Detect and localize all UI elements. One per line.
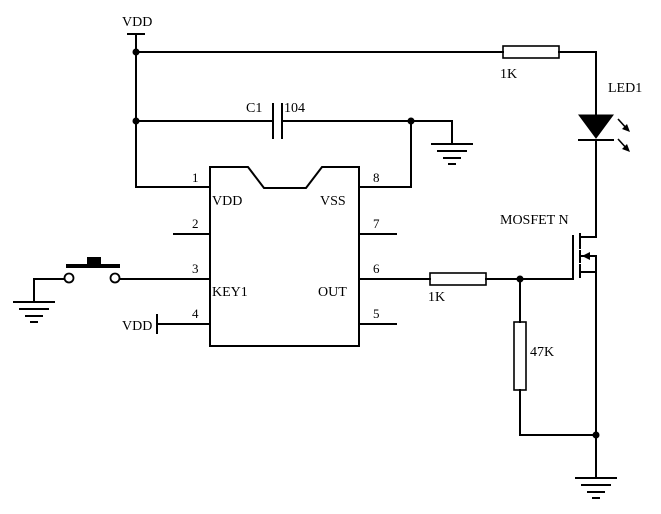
pin-7-number: 7 — [373, 216, 380, 231]
mosfet-symbol — [572, 233, 597, 479]
led-ref-label: LED1 — [608, 81, 642, 96]
wire-vdd-to-led-resistor — [135, 51, 597, 116]
wire-gate-net — [485, 278, 597, 436]
ground-symbol-switch — [13, 278, 55, 323]
capacitor-value: 104 — [284, 101, 305, 116]
junction-vdd-cap — [132, 117, 140, 125]
led-resistor — [502, 45, 560, 59]
vdd-pin4-label: VDD — [122, 319, 152, 334]
led-symbol — [578, 114, 614, 238]
pin-6-number: 6 — [373, 261, 380, 276]
pin-3-number: 3 — [192, 261, 199, 276]
pin-1-name: VDD — [212, 194, 242, 209]
ground-symbol-cap — [431, 143, 473, 165]
ic-pin-stubs-left — [119, 186, 211, 325]
pulldown-resistor — [513, 321, 527, 391]
capacitor-c1 — [272, 103, 283, 139]
mosfet-label: MOSFET N — [500, 213, 569, 228]
junction-vss-cap — [407, 117, 415, 125]
junction-gate — [516, 275, 524, 283]
vdd-top-label: VDD — [122, 15, 152, 30]
capacitor-ref: C1 — [246, 101, 262, 116]
pin-6-name: OUT — [318, 285, 347, 300]
led-emission-arrows-icon — [617, 118, 630, 152]
pin-8-name: VSS — [320, 194, 346, 209]
wire-capacitor-branch — [135, 120, 453, 188]
ic-pin-stubs-right — [358, 186, 431, 325]
pulldown-resistor-value: 47K — [530, 345, 554, 360]
vdd-supply-symbol — [127, 33, 145, 188]
pin-1-number: 1 — [192, 170, 199, 185]
led-resistor-value: 1K — [500, 67, 517, 82]
pin-4-number: 4 — [192, 306, 199, 321]
push-button-switch — [33, 257, 121, 284]
junction-vdd-top — [132, 48, 140, 56]
junction-source — [592, 431, 600, 439]
ground-symbol-main — [575, 477, 617, 499]
pin-3-name: KEY1 — [212, 285, 248, 300]
pin-8-number: 8 — [373, 170, 380, 185]
gate-resistor — [429, 272, 487, 286]
ic-body — [209, 166, 360, 347]
pin-2-number: 2 — [192, 216, 199, 231]
gate-resistor-value: 1K — [428, 290, 445, 305]
pin-5-number: 5 — [373, 306, 380, 321]
